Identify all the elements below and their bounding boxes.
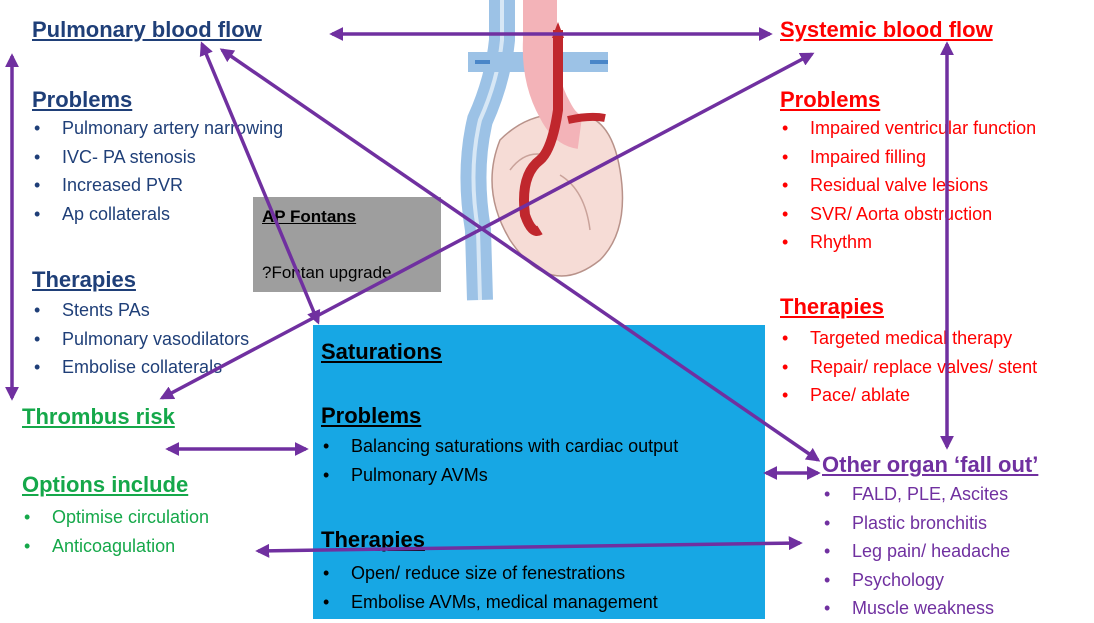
pulmonary-problems-title: Problems [32,87,132,113]
systemic-therapies-title: Therapies [780,294,884,320]
list-item: Plastic bronchitis [822,509,1010,538]
list-item: Psychology [822,566,1010,595]
systemic-title: Systemic blood flow [780,17,993,43]
list-item: IVC- PA stenosis [32,143,283,172]
list-item: Impaired filling [780,143,1036,172]
list-item: Pulmonary AVMs [321,461,678,490]
saturations-therapies-list: Open/ reduce size of fenestrations Embol… [321,559,658,616]
systemic-problems-list: Impaired ventricular function Impaired f… [780,114,1036,257]
thrombus-options-list: Optimise circulation Anticoagulation [22,503,209,560]
list-item: Increased PVR [32,171,283,200]
list-item: Residual valve lesions [780,171,1036,200]
list-item: Rhythm [780,228,1036,257]
saturations-therapies-title: Therapies [321,527,425,553]
list-item: Embolise AVMs, medical management [321,588,658,617]
pulmonary-problems-list: Pulmonary artery narrowing IVC- PA steno… [32,114,283,228]
list-item: Open/ reduce size of fenestrations [321,559,658,588]
systemic-problems-title: Problems [780,87,880,113]
other-organ-title: Other organ ‘fall out’ [822,452,1038,478]
thrombus-options-title: Options include [22,472,188,498]
saturations-problems-list: Balancing saturations with cardiac outpu… [321,432,678,489]
list-item: Embolise collaterals [32,353,249,382]
pulmonary-title: Pulmonary blood flow [32,17,262,43]
list-item: Ap collaterals [32,200,283,229]
ap-fontans-text: ?Fontan upgrade [262,263,392,283]
list-item: Leg pain/ headache [822,537,1010,566]
list-item: Pace/ ablate [780,381,1037,410]
list-item: Muscle weakness [822,594,1010,623]
systemic-therapies-list: Targeted medical therapy Repair/ replace… [780,324,1037,410]
list-item: Pulmonary artery narrowing [32,114,283,143]
list-item: Repair/ replace valves/ stent [780,353,1037,382]
list-item: Pulmonary vasodilators [32,325,249,354]
list-item: Optimise circulation [22,503,209,532]
list-item: SVR/ Aorta obstruction [780,200,1036,229]
saturations-title: Saturations [321,339,442,365]
list-item: FALD, PLE, Ascites [822,480,1010,509]
saturations-box: Saturations Problems Balancing saturatio… [313,325,765,619]
list-item: Targeted medical therapy [780,324,1037,353]
list-item: Anticoagulation [22,532,209,561]
pulmonary-therapies-title: Therapies [32,267,136,293]
saturations-problems-title: Problems [321,403,421,429]
thrombus-title: Thrombus risk [22,404,175,430]
pulmonary-therapies-list: Stents PAs Pulmonary vasodilators Emboli… [32,296,249,382]
list-item: Impaired ventricular function [780,114,1036,143]
other-organ-list: FALD, PLE, Ascites Plastic bronchitis Le… [822,480,1010,623]
list-item: Balancing saturations with cardiac outpu… [321,432,678,461]
heart-illustration [440,0,625,310]
list-item: Stents PAs [32,296,249,325]
